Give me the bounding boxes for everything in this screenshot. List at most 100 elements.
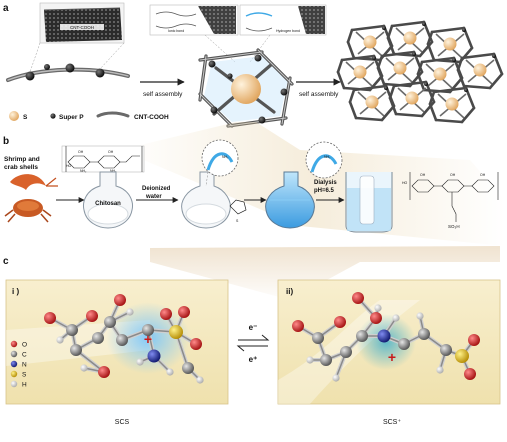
panel-c-label: c	[3, 256, 9, 267]
atom-C	[440, 344, 452, 356]
scs-plus-box: ii) +	[277, 279, 501, 405]
legend-atom-H	[10, 380, 18, 388]
scs-plus-molecule	[292, 292, 480, 382]
sulfur-core	[363, 35, 377, 49]
cnt-inset: CNT-COOH	[39, 2, 125, 44]
legend-superp: Super P	[59, 114, 84, 121]
atom-O	[44, 312, 56, 324]
sulfur-core	[443, 37, 457, 51]
atom-H	[416, 312, 424, 320]
single-cage	[198, 48, 294, 128]
panel-a: a CNT-COOH Ionic bond Hydrogen bond	[3, 2, 504, 128]
atom-O	[464, 368, 476, 380]
flask-dispersion	[181, 171, 231, 229]
redox-bottom-label: e⁺	[249, 355, 258, 364]
atom-O	[178, 306, 190, 318]
sulfur-core	[445, 97, 459, 111]
scs-ho: HO	[402, 181, 408, 185]
sulfur-core	[393, 61, 407, 75]
atom-O	[114, 294, 126, 306]
scs-oh: OH	[480, 173, 486, 177]
chitosan-oh: OH	[78, 150, 84, 154]
atom-C	[340, 346, 352, 358]
sulfur-core	[405, 91, 419, 105]
atom-C	[92, 332, 104, 344]
atom-C	[70, 344, 82, 356]
ph-label: pH=6.5	[314, 188, 335, 194]
atom-C	[116, 334, 128, 346]
sultone-reagent: S	[229, 199, 247, 223]
assembled-network	[336, 20, 504, 124]
legend-atom-label: N	[22, 362, 27, 369]
connector-beam-2	[150, 246, 500, 300]
water-label-1: Deionized	[142, 186, 171, 192]
atom-H	[436, 366, 444, 374]
flask-chitosan-label: Chitosan	[95, 201, 121, 207]
caption-scs-plus: SCS⁺	[383, 419, 401, 426]
scs-molecule	[44, 294, 204, 384]
atom-H	[80, 364, 88, 372]
legend-atom-label: H	[22, 382, 27, 389]
scs-so3h: SO₃H	[448, 224, 460, 229]
plus-sign: +	[144, 331, 152, 347]
panel-b: b Shrimp and crab shells OH OH NH₂ NH₂ H…	[3, 136, 499, 233]
chitosan-oh: OH	[108, 150, 114, 154]
cnt-inset-label: CNT-COOH	[70, 25, 94, 30]
sulfur-core	[473, 63, 487, 77]
bond-inset-hydrogen: Hydrogen bond	[276, 29, 300, 33]
sulfur-core	[403, 31, 417, 45]
sulfur-core	[353, 65, 367, 79]
atom-O	[98, 366, 110, 378]
sulfur-core	[365, 95, 379, 109]
zoom1-nh2: NH₂	[222, 155, 229, 159]
atom-S	[455, 349, 469, 363]
redox-top-label: e⁻	[249, 323, 258, 332]
superp-particle	[65, 63, 75, 73]
panel-a-legend: S Super P CNT-COOH	[9, 111, 169, 121]
legend-cnt: CNT-COOH	[134, 114, 169, 121]
atom-O	[370, 312, 382, 324]
zoom-circle-2: NH₂	[305, 141, 343, 179]
dialysis-beaker	[345, 172, 393, 233]
legend-atom-S	[10, 370, 18, 378]
chitosan-nh2: NH₂	[80, 169, 87, 173]
scs-oh: OH	[450, 173, 456, 177]
reverse-arrow	[236, 345, 268, 352]
sulfur-core	[433, 67, 447, 81]
bond-inset: Ionic bond Hydrogen bond	[149, 4, 327, 63]
water-label-2: water	[145, 194, 162, 200]
atom-N	[147, 349, 161, 363]
atom-O	[334, 316, 346, 328]
legend-atom-C	[10, 350, 18, 358]
atom-H	[166, 368, 174, 376]
legend-atom-label: O	[22, 342, 27, 349]
atom-O	[468, 334, 480, 346]
sulfur-core	[231, 74, 261, 104]
flask-reacted	[265, 171, 315, 229]
legend-sulfur: S	[23, 114, 28, 121]
sub-i-label: i )	[12, 287, 19, 296]
caption-scs: SCS	[115, 419, 130, 426]
atom-C	[312, 332, 324, 344]
plus-sign: +	[388, 349, 396, 365]
forward-arrow	[238, 334, 270, 341]
atom-H	[126, 308, 134, 316]
superp-particle	[25, 71, 35, 81]
atom-H	[196, 376, 204, 384]
source-text-2: crab shells	[4, 164, 38, 171]
atom-O	[352, 292, 364, 304]
atom-H	[332, 374, 340, 382]
atom-N	[377, 329, 391, 343]
legend-atom-label: C	[22, 352, 27, 359]
shrimp-icon	[10, 174, 58, 190]
atom-S	[169, 325, 183, 339]
superp-particle	[44, 64, 50, 70]
chitosan-structure	[61, 145, 145, 173]
dialysis-label: Dialysis	[314, 180, 337, 186]
atom-H	[392, 314, 400, 322]
zoom2-nh2: NH₂	[324, 155, 331, 159]
self-assembly-arrow-2: self assembly	[296, 78, 341, 98]
